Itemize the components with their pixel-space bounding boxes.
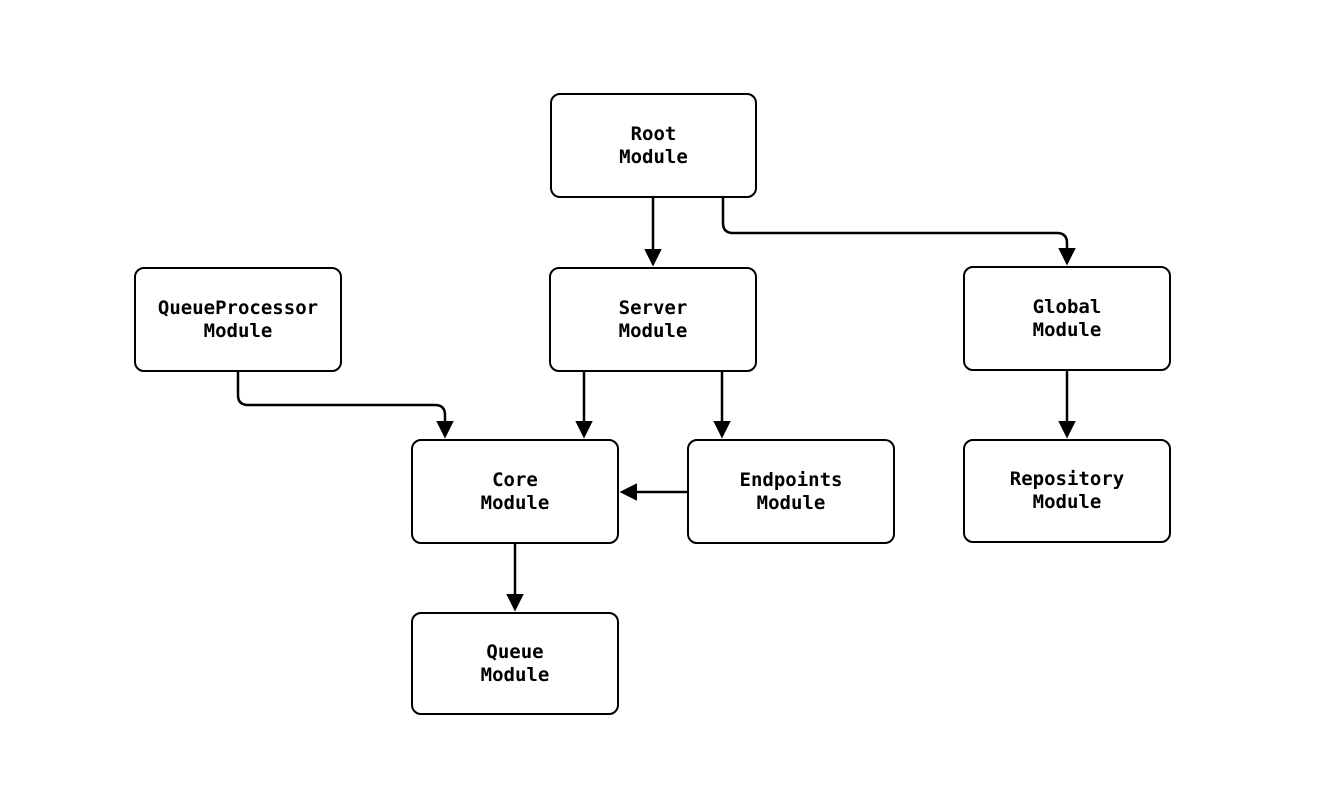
node-label: Root Module (619, 122, 688, 168)
node-queue-module: Queue Module (411, 612, 619, 715)
node-label: Server Module (618, 296, 688, 342)
node-server-module: Server Module (549, 267, 757, 372)
edge-root-to-global (721, 198, 1076, 266)
node-label: Queue Module (480, 640, 550, 686)
edge-queueprocessor-to-core (236, 372, 454, 439)
node-label: Core Module (480, 468, 550, 514)
node-endpoints-module: Endpoints Module (687, 439, 895, 544)
node-label: Global Module (1032, 295, 1102, 341)
node-global-module: Global Module (963, 266, 1171, 371)
node-label: Endpoints Module (739, 468, 843, 514)
node-queueprocessor-module: QueueProcessor Module (134, 267, 342, 372)
node-root-module: Root Module (550, 93, 757, 198)
node-core-module: Core Module (411, 439, 619, 544)
node-repository-module: Repository Module (963, 439, 1171, 543)
node-label: Repository Module (1009, 468, 1125, 513)
node-label: QueueProcessor Module (157, 296, 319, 342)
